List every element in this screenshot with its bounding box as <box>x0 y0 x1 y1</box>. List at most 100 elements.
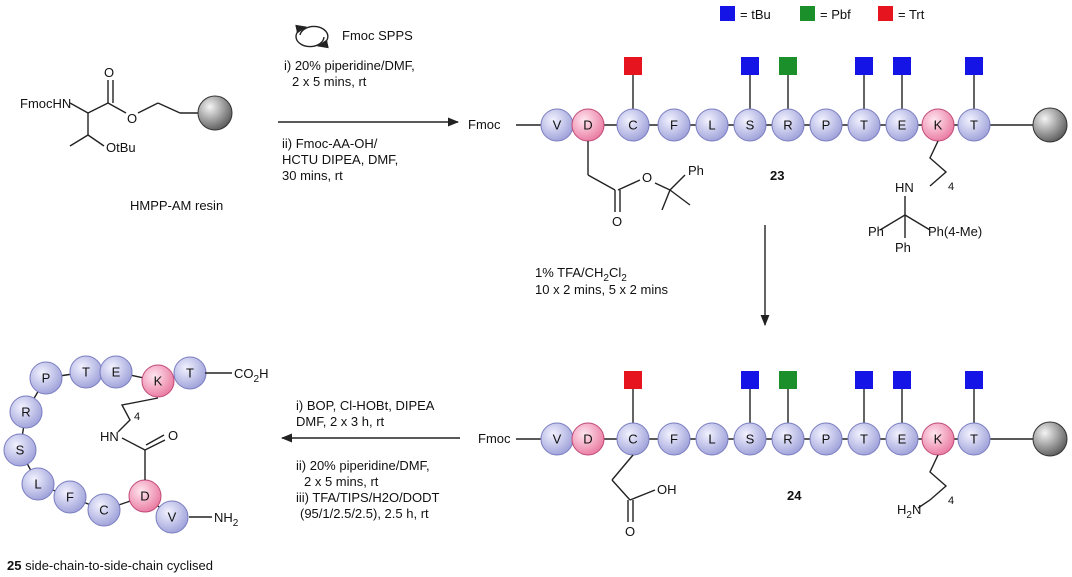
step3-line-4: 2 x 5 mins, rt <box>304 474 379 489</box>
trityl-ph-b: Ph <box>895 240 911 255</box>
carbonyl-o-label: O <box>104 65 114 80</box>
step1-line-1: i) 20% piperidine/DMF, <box>284 58 415 73</box>
residue-label-23-1: D <box>583 118 592 133</box>
resin-bead-24 <box>1032 421 1068 457</box>
ring-residue-label-5: S <box>16 443 25 458</box>
residue-label-23-2: C <box>628 118 637 133</box>
ring-residue-label-0: V <box>168 510 177 525</box>
residue-label-24-10: K <box>934 432 943 447</box>
trityl-ph-a: Ph <box>868 224 884 239</box>
residue-bead-24-5 <box>733 422 767 456</box>
residue-label-24-3: F <box>670 432 678 447</box>
acid-o-24: O <box>625 524 635 539</box>
trt-group-24-2 <box>624 371 642 389</box>
residue-bead-23-9 <box>885 108 919 142</box>
tbu-group-23-11 <box>965 57 983 75</box>
step3: i) BOP, Cl-HOBt, DIPEA DMF, 2 x 3 h, rt … <box>280 398 460 521</box>
residue-bead-23-3 <box>657 108 691 142</box>
tbu-group-23-5 <box>741 57 759 75</box>
fmochn-label: FmocHN <box>20 96 71 111</box>
lys-sub4-23: 4 <box>948 181 954 193</box>
residue-label-23-6: R <box>783 118 792 133</box>
residue-bead-23-6 <box>771 108 805 142</box>
ring-residue-label-7: P <box>42 371 51 386</box>
ring-residue-label-1: D <box>140 489 149 504</box>
pbf-group-24-6 <box>779 371 797 389</box>
ring-residue-label-8: T <box>82 365 90 380</box>
nh2-label: NH2 <box>214 510 239 529</box>
residue-label-23-3: F <box>670 118 678 133</box>
residue-label-23-0: V <box>553 118 562 133</box>
step2-line-1: 1% TFA/CH2Cl2 <box>535 265 627 284</box>
trt-group-23-2 <box>624 57 642 75</box>
residue-bead-23-4 <box>695 108 729 142</box>
step1-title: Fmoc SPPS <box>342 28 413 43</box>
step1-line-2: 2 x 5 mins, rt <box>292 74 367 89</box>
step3-line-3: ii) 20% piperidine/DMF, <box>296 458 430 473</box>
residue-label-23-10: K <box>934 118 943 133</box>
residue-label-24-6: R <box>783 432 792 447</box>
residue-label-24-1: D <box>583 432 592 447</box>
residue-bead-24-8 <box>847 422 881 456</box>
residue-label-24-0: V <box>553 432 562 447</box>
ring-residue-bead-9 <box>99 355 133 389</box>
ring-residue-bead-6 <box>9 395 43 429</box>
residue-bead-23-8 <box>847 108 881 142</box>
step3-line-6: (95/1/2.5/2.5), 2.5 h, rt <box>300 506 429 521</box>
step1: Fmoc SPPS i) 20% piperidine/DMF, 2 x 5 m… <box>278 24 460 183</box>
residue-label-24-2: C <box>628 432 637 447</box>
ring-residue-bead-2 <box>87 493 121 527</box>
ester-o-23: O <box>642 170 652 185</box>
lys-nh2-24: H2N <box>897 502 921 521</box>
trityl-ph-methyl: Ph(4-Me) <box>928 224 982 239</box>
step1-line-5: 30 mins, rt <box>282 168 343 183</box>
compound-label-23: 23 <box>770 168 784 183</box>
ring-sub4: 4 <box>134 411 140 423</box>
residue-bead-23-5 <box>733 108 767 142</box>
step3-line-2: DMF, 2 x 3 h, rt <box>296 414 385 429</box>
ring-hn: HN <box>100 429 119 444</box>
lys-hn-23: HN <box>895 180 914 195</box>
compound-label-24: 24 <box>787 488 802 503</box>
step2-line-2: 10 x 2 mins, 5 x 2 mins <box>535 282 668 297</box>
residue-bead-24-9 <box>885 422 919 456</box>
resin-bead-23 <box>1032 107 1068 143</box>
residue-label-23-4: L <box>708 118 715 133</box>
tbu-group-24-8 <box>855 371 873 389</box>
resin-bead-start <box>197 95 233 131</box>
ring-residue-label-11: T <box>186 366 194 381</box>
residue-label-23-8: T <box>860 118 868 133</box>
legend-trt-label: = Trt <box>898 7 925 22</box>
phenyl-label-23a: Ph <box>688 163 704 178</box>
legend-pbf-swatch <box>800 6 815 21</box>
residue-label-24-5: S <box>746 432 755 447</box>
ring-residue-label-2: C <box>99 503 108 518</box>
caption-25: 25 side-chain-to-side-chain cyclised <box>7 558 213 573</box>
tbu-group-24-5 <box>741 371 759 389</box>
acid-oh-24: OH <box>657 482 677 497</box>
ring-residue-label-9: E <box>112 365 121 380</box>
tbu-group-24-11 <box>965 371 983 389</box>
ring-residue-label-10: K <box>154 374 163 389</box>
cycle-icon <box>295 24 329 49</box>
step2: 1% TFA/CH2Cl2 10 x 2 mins, 5 x 2 mins <box>535 225 770 327</box>
residue-label-23-11: T <box>970 118 978 133</box>
residue-label-24-7: P <box>822 432 831 447</box>
step1-line-4: HCTU DIPEA, DMF, <box>282 152 398 167</box>
legend-tbu-swatch <box>720 6 735 21</box>
otbu-label: OtBu <box>106 140 136 155</box>
legend-tbu-label: = tBu <box>740 7 771 22</box>
residue-bead-24-7 <box>809 422 843 456</box>
residue-bead-24-1 <box>571 422 605 456</box>
tbu-group-23-9 <box>893 57 911 75</box>
lys-sub4-24: 4 <box>948 495 954 507</box>
residue-bead-23-11 <box>957 108 991 142</box>
starting-material: FmocHN O O OtBu HMPP-AM resin <box>20 65 233 213</box>
residue-label-23-5: S <box>746 118 755 133</box>
resin-label: HMPP-AM resin <box>130 198 223 213</box>
